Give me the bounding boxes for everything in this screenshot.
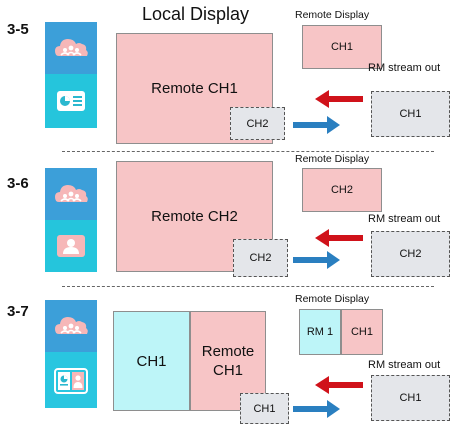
remote-display-title-3-6: Remote Display	[295, 153, 370, 165]
cloud-people-icon	[55, 39, 88, 56]
red-arrow-left-3-5	[315, 90, 363, 108]
person-icon	[57, 235, 85, 257]
red-arrow-left-3-7	[315, 376, 363, 394]
remote-display-title-3-7: Remote Display	[295, 293, 370, 305]
remote-display-3-5: CH1	[302, 25, 382, 69]
row-label-3-5: 3-5	[7, 21, 29, 38]
screen-share-layout-icon	[57, 91, 85, 111]
cloud-people-button[interactable]	[45, 168, 97, 220]
local-display-left-3-7: CH1	[113, 311, 190, 411]
separator-1	[62, 151, 434, 152]
blue-arrow-right-3-6	[293, 251, 340, 269]
local-display-main-label: Remote CH2	[151, 208, 238, 225]
overlay-channel-3-5: CH2	[230, 107, 285, 140]
blue-arrow-right-3-7	[293, 400, 340, 418]
stream-out-3-7: CH1	[371, 375, 450, 421]
cloud-people-button[interactable]	[45, 300, 97, 352]
stream-out-title-3-5: RM stream out	[368, 62, 441, 74]
row-label-3-6: 3-6	[7, 175, 29, 192]
screen-share-layout-button[interactable]	[45, 74, 97, 128]
local-display-right-label: Remote CH1	[201, 343, 255, 379]
overlay-channel-3-7: CH1	[240, 393, 289, 424]
blue-arrow-right-3-5	[293, 116, 340, 134]
local-display-title: Local Display	[142, 4, 250, 24]
remote-display-left-3-7: RM 1	[299, 309, 341, 355]
side-by-side-layout-button[interactable]	[45, 352, 97, 408]
row-label-3-7: 3-7	[7, 303, 29, 320]
overlay-channel-3-6: CH2	[233, 239, 288, 277]
red-arrow-left-3-6	[315, 229, 363, 247]
stream-out-title-3-7: RM stream out	[368, 359, 441, 371]
cloud-people-button[interactable]	[45, 22, 97, 74]
local-display-left-label: CH1	[136, 352, 167, 370]
stream-out-title-3-6: RM stream out	[368, 213, 441, 225]
remote-display-3-6: CH2	[302, 168, 382, 212]
separator-2	[62, 286, 434, 287]
remote-display-title-3-5: Remote Display	[295, 9, 370, 21]
side-by-side-icon	[54, 368, 88, 394]
remote-display-right-3-7: CH1	[341, 309, 383, 355]
cloud-people-icon	[55, 317, 88, 334]
cloud-people-icon	[55, 185, 88, 202]
stream-out-3-5: CH1	[371, 91, 450, 137]
person-layout-button[interactable]	[45, 220, 97, 272]
stream-out-3-6: CH2	[371, 231, 450, 277]
local-display-main-label: Remote CH1	[151, 80, 238, 97]
